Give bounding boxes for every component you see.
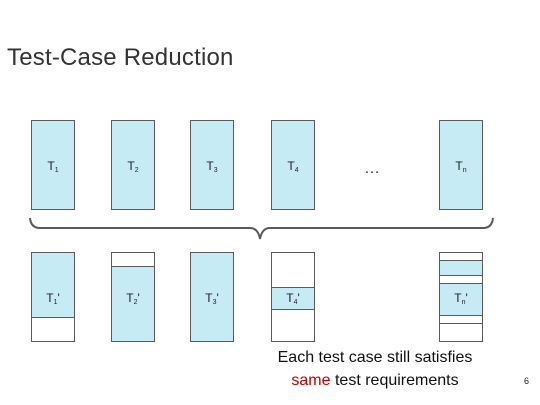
ellipsis: …: [364, 160, 380, 177]
reduced-test-case-box-tn: Tn': [439, 252, 483, 342]
curly-brace-icon: [29, 217, 494, 240]
caption: Each test case still satisfies same test…: [250, 346, 500, 392]
caption-rest: test requirements: [330, 372, 459, 389]
caption-line-1: Each test case still satisfies: [277, 349, 473, 366]
reduced-test-case-box-t3: T3': [190, 252, 234, 342]
test-case-box-t2: T2: [111, 120, 155, 210]
slide-title: Test-Case Reduction: [7, 44, 234, 71]
reduced-test-case-label-t2: T2': [126, 291, 140, 306]
test-case-box-t3: T3: [190, 120, 234, 210]
reduced-test-case-box-t1: T1': [31, 252, 75, 342]
test-case-label-t3: T3: [206, 159, 218, 174]
test-case-box-t1: T1: [31, 120, 75, 210]
caption-line-2: same test requirements: [250, 369, 500, 392]
reduced-test-case-label-t1: T1': [46, 291, 60, 306]
test-case-label-t1: T1: [47, 159, 59, 174]
reduced-test-case-box-t2: T2': [111, 252, 155, 342]
reduced-test-case-label-tn: Tn': [454, 291, 468, 306]
test-case-box-t4: T4: [271, 120, 315, 210]
caption-accent-word: same: [291, 372, 331, 389]
test-case-label-tn: Tn: [455, 159, 467, 174]
reduced-test-case-box-t4: T4': [271, 252, 315, 342]
test-case-label-t2: T2: [127, 159, 139, 174]
page-number: 6: [523, 376, 529, 386]
test-case-box-tn: Tn: [439, 120, 483, 210]
test-case-label-t4: T4: [287, 159, 299, 174]
reduced-test-case-label-t4: T4': [286, 291, 300, 306]
reduced-test-case-label-t3: T3': [205, 291, 219, 306]
